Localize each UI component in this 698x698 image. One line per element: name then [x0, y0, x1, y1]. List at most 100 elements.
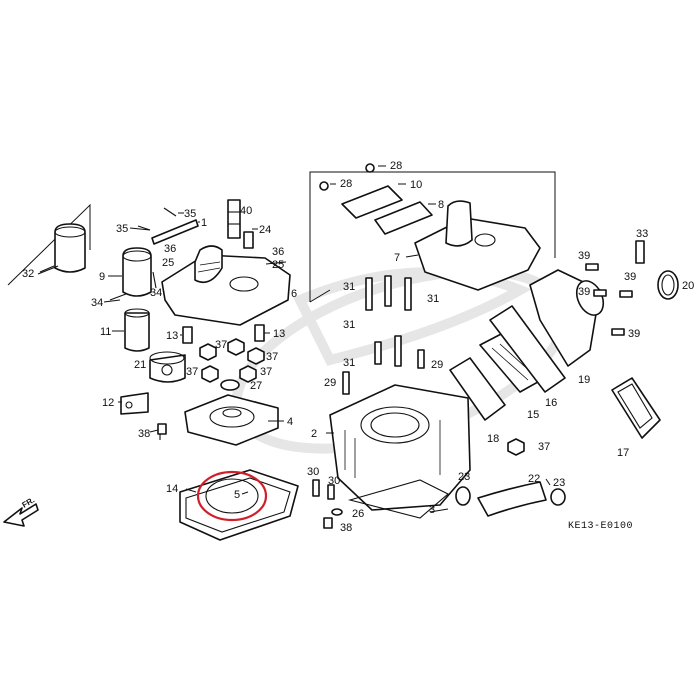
- callout-28b: 28: [340, 178, 352, 190]
- diagram-code: KE13-E0100: [568, 521, 633, 532]
- callout-1: 1: [201, 217, 207, 229]
- callout-23a: 23: [458, 471, 470, 483]
- callout-37b: 37: [266, 351, 278, 363]
- callout-12: 12: [102, 397, 114, 409]
- callout-25b: 25: [272, 259, 284, 271]
- callout-22: 22: [528, 473, 540, 485]
- callout-36a: 36: [164, 243, 176, 255]
- part-32-cap: [37, 223, 86, 275]
- callout-31c: 31: [427, 293, 439, 305]
- callout-37a: 37: [215, 339, 227, 351]
- callout-30b: 30: [328, 475, 340, 487]
- callout-28a: 28: [390, 160, 402, 172]
- part-14-gasket: [179, 469, 299, 541]
- part-33-screw: [635, 240, 645, 264]
- callout-2: 2: [311, 428, 317, 440]
- callout-21: 21: [134, 359, 146, 371]
- part-39-bolts: [585, 263, 633, 336]
- callout-7: 7: [394, 252, 400, 264]
- callout-13a: 13: [166, 330, 178, 342]
- callout-34b: 34: [91, 297, 103, 309]
- part-13-dowel-b: [254, 324, 265, 342]
- callout-20: 20: [682, 280, 694, 292]
- callout-5: 5: [234, 489, 240, 501]
- part-10-plate: [341, 185, 403, 219]
- callout-37c: 37: [186, 366, 198, 378]
- callout-38a: 38: [138, 428, 150, 440]
- callout-29b: 29: [324, 377, 336, 389]
- part-28-screws: [319, 163, 375, 191]
- callout-18: 18: [487, 433, 499, 445]
- callout-26: 26: [352, 508, 364, 520]
- part-22-hose: [477, 481, 547, 517]
- callout-33: 33: [636, 228, 648, 240]
- callout-27: 27: [250, 380, 262, 392]
- callout-31b: 31: [343, 319, 355, 331]
- part-17-cover: [611, 377, 661, 439]
- callout-39c: 39: [578, 286, 590, 298]
- callout-40: 40: [240, 205, 252, 217]
- callout-31d: 31: [343, 357, 355, 369]
- callout-37e: 37: [538, 441, 550, 453]
- part-21-thermostat: [149, 351, 186, 383]
- callout-17: 17: [617, 447, 629, 459]
- callout-25a: 25: [162, 257, 174, 269]
- callout-10: 10: [410, 179, 422, 191]
- part-8-gasket: [374, 201, 433, 235]
- part-16-gasket: [489, 305, 566, 393]
- callout-13b: 13: [273, 328, 285, 340]
- callout-39d: 39: [628, 328, 640, 340]
- part-38-bolt-a: [157, 423, 167, 440]
- part-30-studs: [312, 479, 335, 500]
- callout-29a: 29: [431, 359, 443, 371]
- part-6-cylinder-head: [161, 245, 291, 326]
- callout-35b: 35: [184, 208, 196, 220]
- part-13-dowel-a: [182, 326, 193, 344]
- callout-39a: 39: [578, 250, 590, 262]
- part-37-nut-group: [199, 338, 265, 383]
- callout-labels: 32 9 34 34 11 12 38 35 35 1 40 24 36 36 …: [22, 160, 694, 534]
- part-37-nut-e: [507, 438, 525, 456]
- part-31-29-studs: [342, 275, 425, 395]
- callout-38b: 38: [340, 522, 352, 534]
- callout-23b: 23: [553, 477, 565, 489]
- group-frame-right: [309, 171, 556, 303]
- part-5-seal-highlight: [196, 470, 268, 522]
- leader-lines: [39, 165, 551, 513]
- part-26-38-fasteners: [323, 508, 343, 529]
- callout-30a: 30: [307, 466, 319, 478]
- part-40-spark-plug: [227, 199, 241, 239]
- part-3-gasket: [347, 479, 449, 519]
- part-7-cover: [414, 200, 541, 291]
- part-12-bracket: [120, 392, 149, 415]
- callout-14: 14: [166, 483, 178, 495]
- callout-39b: 39: [624, 271, 636, 283]
- callout-36b: 36: [272, 246, 284, 258]
- part-4-plate: [184, 394, 279, 446]
- part-24-plug: [243, 231, 254, 249]
- callout-11: 11: [100, 326, 111, 338]
- part-20-clamp: [657, 270, 679, 300]
- part-27-washer: [220, 379, 240, 391]
- part-18-gasket: [449, 357, 506, 421]
- front-direction-arrow: [3, 503, 39, 527]
- callout-8: 8: [438, 199, 444, 211]
- callout-32: 32: [22, 268, 34, 280]
- part-2-cylinder: [329, 384, 471, 511]
- callout-34: 34: [150, 287, 162, 299]
- callout-4: 4: [287, 416, 293, 428]
- callout-3: 3: [429, 504, 435, 516]
- part-11-sleeve: [124, 308, 150, 352]
- group-frame-left: [7, 203, 91, 286]
- callout-35a: 35: [116, 223, 128, 235]
- callout-24: 24: [259, 224, 271, 236]
- callout-9: 9: [99, 271, 105, 283]
- callout-15: 15: [527, 409, 539, 421]
- callout-31a: 31: [343, 281, 355, 293]
- part-9-cap: [109, 247, 157, 301]
- callout-19: 19: [578, 374, 590, 386]
- callout-37d: 37: [260, 366, 272, 378]
- callout-16: 16: [545, 397, 557, 409]
- part-23-clamps: [455, 486, 566, 506]
